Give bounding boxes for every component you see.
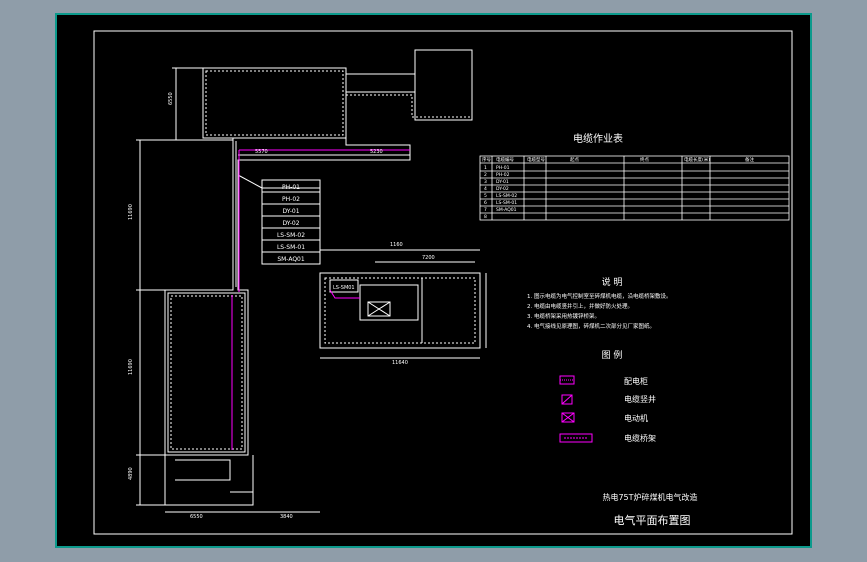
note-item: 2. 电缆由电缆竖井引上，并做好防火处理。 [527, 302, 633, 310]
table-cell: 5 [484, 193, 487, 199]
dimension-text: 11690 [128, 359, 134, 375]
detail-tray [329, 289, 360, 299]
legend-label: 电缆竖井 [624, 394, 656, 404]
cable-tag: SM-AQ01 [277, 256, 305, 263]
drawing-sheet-frame [55, 13, 812, 548]
legend-item-motor: 电动机 [561, 412, 648, 423]
dimension-text: 5230 [370, 149, 383, 155]
cable-tag: PH-01 [282, 184, 300, 191]
cable-tag: DY-01 [282, 208, 299, 215]
table-cell: DY-01 [496, 179, 509, 185]
dimension-labels: 11690 11690 4890 6550 5570 5230 6550 384… [128, 92, 383, 520]
table-cell: 1 [484, 165, 487, 171]
table-cell: PH-01 [496, 165, 510, 171]
cable-table-rows: 1 PH-01 2 PH-02 3 DY-01 4 DY-02 5 LS-SM-… [484, 165, 517, 220]
cable-tray-path [231, 149, 410, 450]
dimension-text: 11690 [128, 204, 134, 220]
table-cell: 6 [484, 200, 487, 206]
note-item: 3. 电缆桥架采用热镀锌桥架。 [527, 312, 600, 320]
notes-list: 1. 图示电缆为电气控制室至碎煤机电缆，沿电缆桥架敷设。 2. 电缆由电缆竖井引… [527, 292, 672, 330]
table-header-cell: 终点 [640, 156, 649, 163]
drawing-title: 电气平面布置图 [614, 513, 691, 527]
table-cell: SM-AQ01 [496, 207, 517, 213]
cable-table-grid [479, 155, 790, 221]
cable-tag: DY-02 [282, 220, 299, 227]
cable-table-title: 电缆作业表 [573, 132, 623, 145]
cable-tag-stack [261, 179, 321, 265]
panel-tag: LS-SM01 [333, 285, 355, 291]
table-cell: LS-SM-02 [496, 193, 517, 199]
drawing-subtitle: 热电75T炉碎煤机电气改造 [602, 492, 697, 502]
table-header-cell: 备注 [745, 156, 754, 163]
table-cell: LS-SM-01 [496, 200, 517, 206]
legend-label: 配电柜 [624, 376, 648, 386]
dimension-text: 1160 [390, 242, 403, 248]
building-plan [136, 49, 473, 513]
legend-item-shaft: 电缆竖井 [561, 394, 656, 405]
legend-item-panel: 配电柜 [559, 375, 648, 386]
table-cell: DY-02 [496, 186, 509, 192]
drawing-border [93, 30, 793, 535]
dimension-text: 5570 [255, 149, 268, 155]
tray-symbol-icon [559, 433, 593, 443]
cable-table-header: 序号 电缆编号 电缆型号 起点 终点 电缆长度(米) 备注 [482, 156, 754, 163]
dimension-text: 11640 [392, 360, 408, 366]
top-room [202, 67, 347, 139]
table-cell: 2 [484, 172, 487, 178]
legend-label: 电动机 [624, 413, 648, 423]
table-cell: PH-02 [496, 172, 510, 178]
lower-room [167, 292, 246, 453]
legend-title: 图 例 [602, 349, 623, 361]
table-cell: 8 [484, 214, 487, 220]
table-header-cell: 电缆长度(米) [684, 156, 710, 163]
dimension-text: 6550 [168, 92, 174, 105]
cable-tag-labels: PH-01 PH-02 DY-01 DY-02 LS-SM-02 LS-SM-0… [277, 184, 305, 263]
dimension-text: 3840 [280, 514, 293, 520]
dimension-text: 4890 [128, 467, 134, 480]
legend-label: 电缆桥架 [624, 433, 656, 443]
table-header-cell: 电缆编号 [496, 156, 514, 163]
shaft-symbol-icon [561, 394, 573, 405]
legend-item-tray: 电缆桥架 [559, 433, 656, 443]
cable-tag: PH-02 [282, 196, 300, 203]
detail-labels: 1160 7200 11640 LS-SM01 [333, 242, 435, 366]
notes-title: 说 明 [602, 276, 623, 288]
dimension-text: 6550 [190, 514, 203, 520]
table-header-cell: 序号 [482, 156, 491, 163]
detail-plan [319, 249, 487, 359]
table-header-cell: 电缆型号 [527, 156, 545, 163]
table-header-cell: 起点 [570, 157, 579, 163]
table-cell: 3 [484, 179, 487, 185]
dimension-text: 7200 [422, 255, 435, 261]
legend: 配电柜 电缆竖井 电动机 电缆桥架 [559, 375, 656, 443]
cable-tag: LS-SM-01 [277, 244, 305, 251]
note-item: 4. 电气接线见原理图，碎煤机二次部分见厂家图纸。 [527, 322, 655, 330]
table-cell: 4 [484, 186, 487, 192]
right-small-room [414, 49, 473, 121]
table-cell: 7 [484, 207, 487, 213]
note-item: 1. 图示电缆为电气控制室至碎煤机电缆，沿电缆桥架敷设。 [527, 292, 672, 300]
cable-tag: LS-SM-02 [277, 232, 305, 239]
motor-symbol-icon [561, 412, 575, 423]
